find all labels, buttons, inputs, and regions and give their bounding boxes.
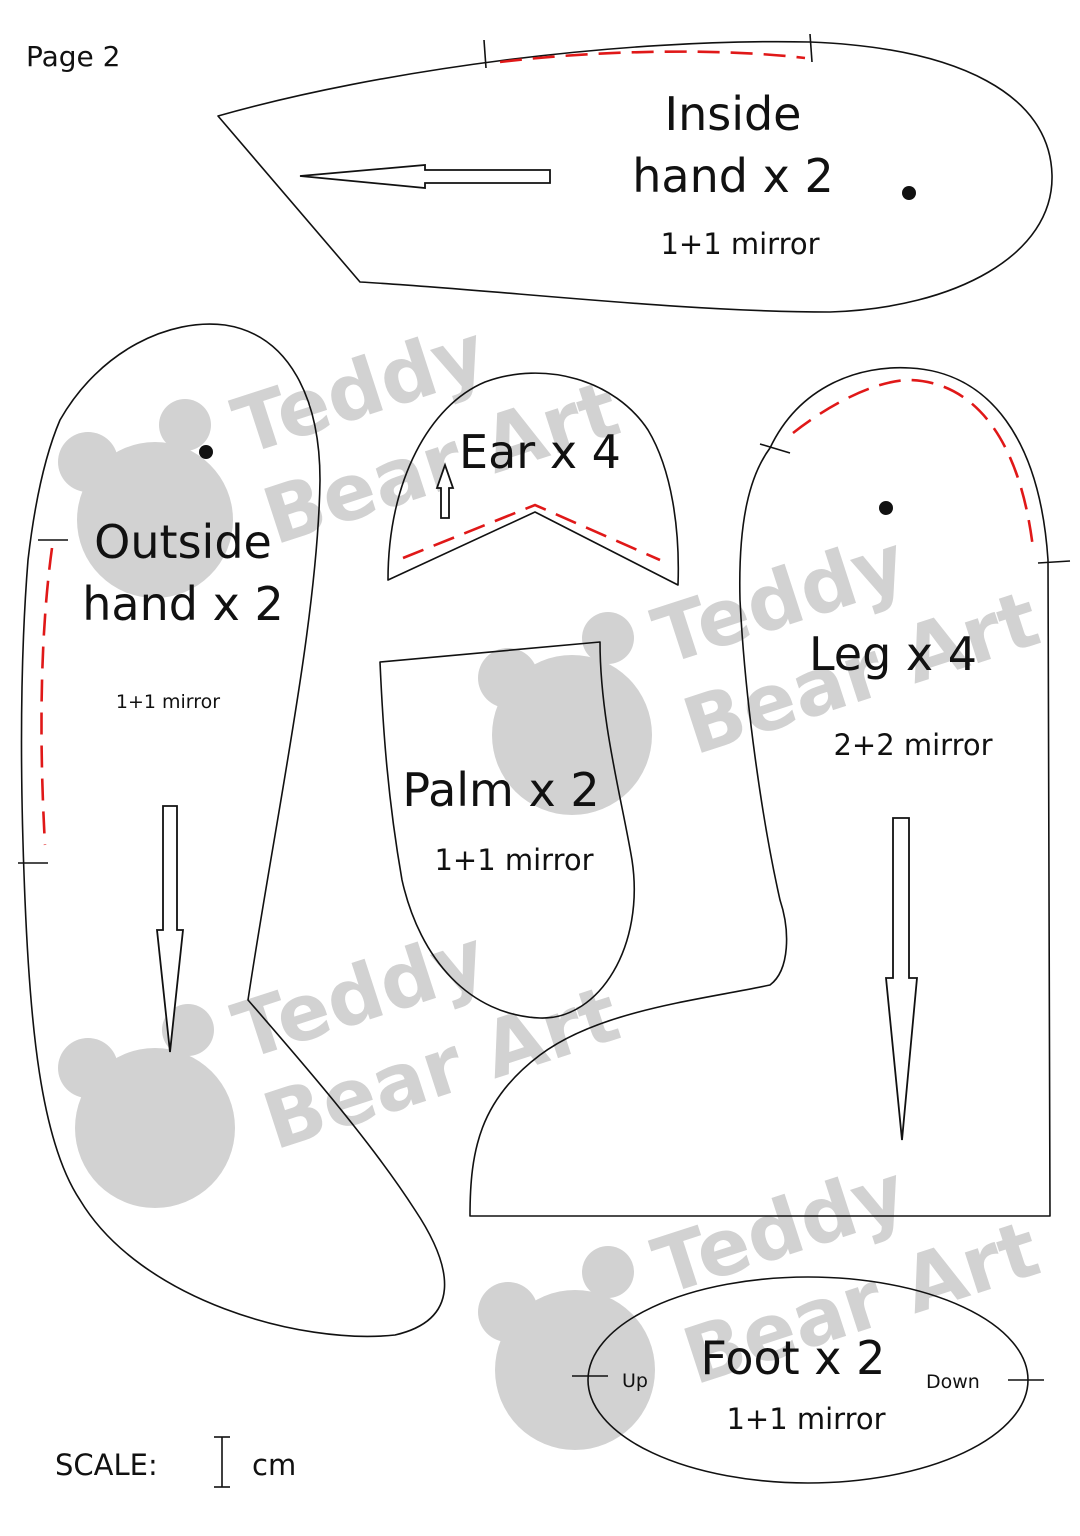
grain-arrow-left (299, 164, 551, 189)
teddy-bear-icon (58, 399, 233, 598)
teddy-bear-icon (478, 612, 652, 815)
foot-title: Foot x 2 (701, 1331, 886, 1385)
grain-arrow-up (435, 462, 455, 519)
outside-hand-title-line1: Outside (94, 515, 272, 569)
eye-dot (199, 445, 213, 459)
palm-piece: Palm x 2 1+1 mirror (379, 641, 636, 1019)
leg-piece: Leg x 4 2+2 mirror (469, 366, 1071, 1217)
scale-unit: cm (252, 1448, 296, 1482)
teddy-bear-icon (478, 1246, 655, 1450)
foot-note: 1+1 mirror (726, 1402, 885, 1436)
teddy-bear-icon (58, 1004, 235, 1208)
scale-legend: SCALE: cm (55, 1436, 296, 1488)
outside-hand-note: 1+1 mirror (116, 691, 220, 713)
inside-hand-piece: Inside hand x 2 1+1 mirror (217, 33, 1053, 313)
inside-hand-note: 1+1 mirror (660, 227, 819, 261)
inside-hand-title-line2: hand x 2 (632, 149, 833, 203)
outside-hand-title-line2: hand x 2 (82, 577, 283, 631)
grain-arrow-down (155, 805, 185, 1053)
eye-dot (879, 501, 893, 515)
page-label: Page 2 (26, 40, 121, 73)
leg-title: Leg x 4 (809, 627, 977, 681)
palm-title: Palm x 2 (402, 763, 599, 817)
grain-arrow-down (885, 817, 918, 1141)
foot-down-label: Down (926, 1371, 980, 1393)
ear-title: Ear x 4 (459, 425, 621, 479)
eye-dot (902, 186, 916, 200)
foot-up-label: Up (622, 1370, 648, 1392)
inside-hand-title-line1: Inside (665, 87, 802, 141)
ear-piece: Ear x 4 (387, 372, 680, 586)
palm-note: 1+1 mirror (434, 843, 593, 877)
outside-hand-piece: Outside hand x 2 1+1 mirror (18, 323, 446, 1338)
leg-note: 2+2 mirror (833, 728, 992, 762)
foot-piece: Up Down Foot x 2 1+1 mirror (572, 1276, 1044, 1484)
scale-label: SCALE: (55, 1448, 158, 1482)
